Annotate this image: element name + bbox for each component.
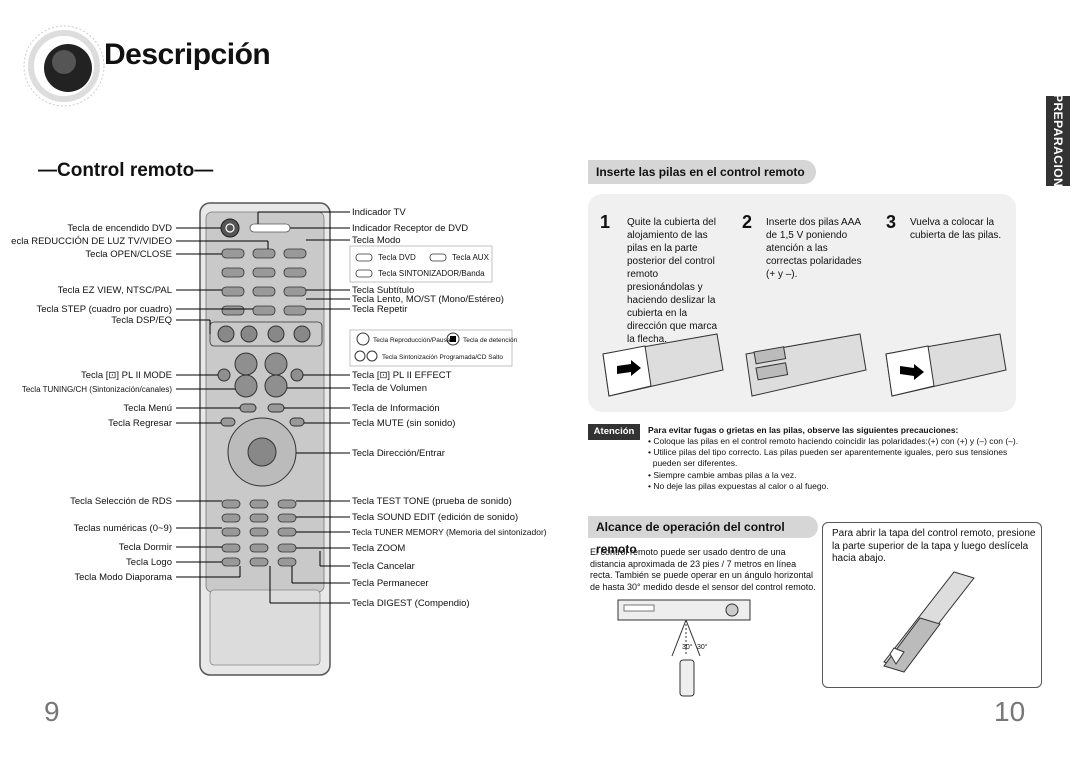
atencion-heading: Para evitar fugas o grietas en las pilas… <box>648 425 959 435</box>
label-direction: Tecla Dirección/Entrar <box>352 448 445 459</box>
angle-left-label: 30° <box>682 644 693 651</box>
batteries-header: Inserte las pilas en el control remoto <box>588 160 816 184</box>
label-tv-indicator: Indicador TV <box>352 207 406 218</box>
label-dimmer-tvvideo: ecla REDUCCIÓN DE LUZ TV/VIDEO <box>11 236 172 247</box>
label-rds: Tecla Selección de RDS <box>70 496 172 507</box>
label-test-tone: Tecla TEST TONE (prueba de sonido) <box>352 496 512 507</box>
range-text: El control remoto puede ser usado dentro… <box>590 547 816 592</box>
slide-arrow-icon <box>900 364 924 380</box>
label-sleep: Tecla Dormir <box>118 542 172 553</box>
power-button <box>220 218 240 238</box>
left-leader-lines <box>176 227 269 578</box>
label-dsp-eq: Tecla DSP/EQ <box>111 315 172 326</box>
label-logo: Tecla Logo <box>126 557 172 568</box>
step-1-text: Quite la cubierta del alojamiento de las… <box>627 217 718 345</box>
atencion-bullet: pueden ser diferentes. <box>648 458 738 468</box>
label-aux-key: Tecla AUX <box>452 253 489 262</box>
label-power: Tecla de encendido DVD <box>67 223 172 234</box>
cover-open-text: Para abrir la tapa del control remoto, p… <box>832 528 1036 564</box>
transport-buttons <box>217 325 311 343</box>
label-return: Tecla Regresar <box>108 418 172 429</box>
label-mode: Tecla Modo <box>352 235 401 246</box>
tv-dvd-indicator <box>249 223 291 233</box>
label-sound-edit: Tecla SOUND EDIT (edición de sonido) <box>352 512 519 523</box>
number-pad <box>221 499 297 567</box>
atencion-badge: Atención <box>588 424 640 440</box>
label-repeat: Tecla Repetir <box>352 304 408 315</box>
atencion-bullet: • Coloque las pilas en el control remoto… <box>648 436 1019 446</box>
slide-arrow-icon <box>617 360 641 376</box>
battery-step2-image <box>745 333 867 397</box>
range-header: Alcance de operación del control remoto <box>588 516 818 556</box>
step-2-number: 2 <box>742 212 753 232</box>
step-2-text: Inserte dos pilas AAA de 1,5 V poniendo … <box>766 217 862 280</box>
label-skip: Tecla Sintonización Programada/CD Salto <box>382 354 504 361</box>
label-dvd-indicator: Indicador Receptor de DVD <box>352 223 469 234</box>
atencion-bullet: • No deje las pilas expuestas al calor o… <box>648 481 829 491</box>
label-step: Tecla STEP (cuadro por cuadro) <box>36 304 172 315</box>
page-number-right: 10 <box>994 696 1026 727</box>
label-digest: Tecla DIGEST (Compendio) <box>352 598 470 609</box>
step-1-number: 1 <box>600 212 611 232</box>
label-stop: Tecla de detención <box>463 337 518 344</box>
label-cancel: Tecla Cancelar <box>352 561 415 572</box>
label-tuning-ch: Tecla TUNING/CH (Sintonización/canales) <box>21 385 172 394</box>
label-pl2-effect: Tecla [⊡] PL II EFFECT <box>352 370 452 381</box>
receiver-range-diagram <box>617 599 751 697</box>
step-3-number: 3 <box>886 212 897 232</box>
label-tuner-key: Tecla SINTONIZADOR/Banda <box>378 269 485 278</box>
battery-step1-image <box>602 333 724 397</box>
label-mute: Tecla MUTE (sin sonido) <box>352 418 456 429</box>
step-3-text: Vuelva a colocar la cubierta de las pila… <box>910 217 1002 241</box>
right-leader-lines <box>257 211 350 604</box>
title-disc-graphic <box>23 25 105 107</box>
menu-info-buttons <box>220 403 305 427</box>
down-arrow-icon <box>889 647 905 665</box>
label-volume: Tecla de Volumen <box>352 383 427 394</box>
label-subtitle: Tecla Subtítulo <box>352 285 415 296</box>
label-menu: Tecla Menú <box>123 403 172 414</box>
top-button-rows <box>221 248 307 316</box>
power-icon <box>225 223 235 233</box>
volume-tuning-buttons <box>217 352 304 398</box>
atencion-bullet: • Siempre cambie ambas pilas a la vez. <box>648 470 797 480</box>
label-dvd-key: Tecla DVD <box>378 253 416 262</box>
page-title: Descripción <box>104 38 271 71</box>
side-tab-preparacion: PREPARACION <box>1046 94 1070 188</box>
battery-step3-image <box>885 333 1007 397</box>
label-play-pause: Tecla Reproducción/Pausa <box>373 337 451 344</box>
label-info: Tecla de Información <box>352 403 440 414</box>
page-number-left: 9 <box>44 696 60 727</box>
enter-button <box>247 437 277 467</box>
angle-right-label: 30° <box>697 644 708 651</box>
label-ez-view: Tecla EZ VIEW, NTSC/PAL <box>57 285 172 296</box>
label-numeric: Teclas numéricas (0~9) <box>73 523 172 534</box>
label-tuner-memory: Tecla TUNER MEMORY (Memoria del sintoniz… <box>352 527 547 537</box>
label-pl2-mode: Tecla [⊡] PL II MODE <box>80 370 172 381</box>
label-remain: Tecla Permanecer <box>352 578 429 589</box>
label-open-close: Tecla OPEN/CLOSE <box>85 249 172 260</box>
label-slow: Tecla Lento, MO/ST (Mono/Estéreo) <box>352 294 504 305</box>
cover-open-panel <box>822 522 1042 688</box>
label-zoom: Tecla ZOOM <box>352 543 406 554</box>
section-title: —Control remoto— <box>38 160 214 181</box>
atencion-bullet: • Utilice pilas del tipo correcto. Las p… <box>648 447 1008 457</box>
stop-icon <box>450 336 456 342</box>
cover-open-image <box>883 571 975 673</box>
mode-key-icons <box>355 253 447 278</box>
label-slide-mode: Tecla Modo Diaporama <box>74 572 172 583</box>
remote-cover <box>209 589 321 666</box>
